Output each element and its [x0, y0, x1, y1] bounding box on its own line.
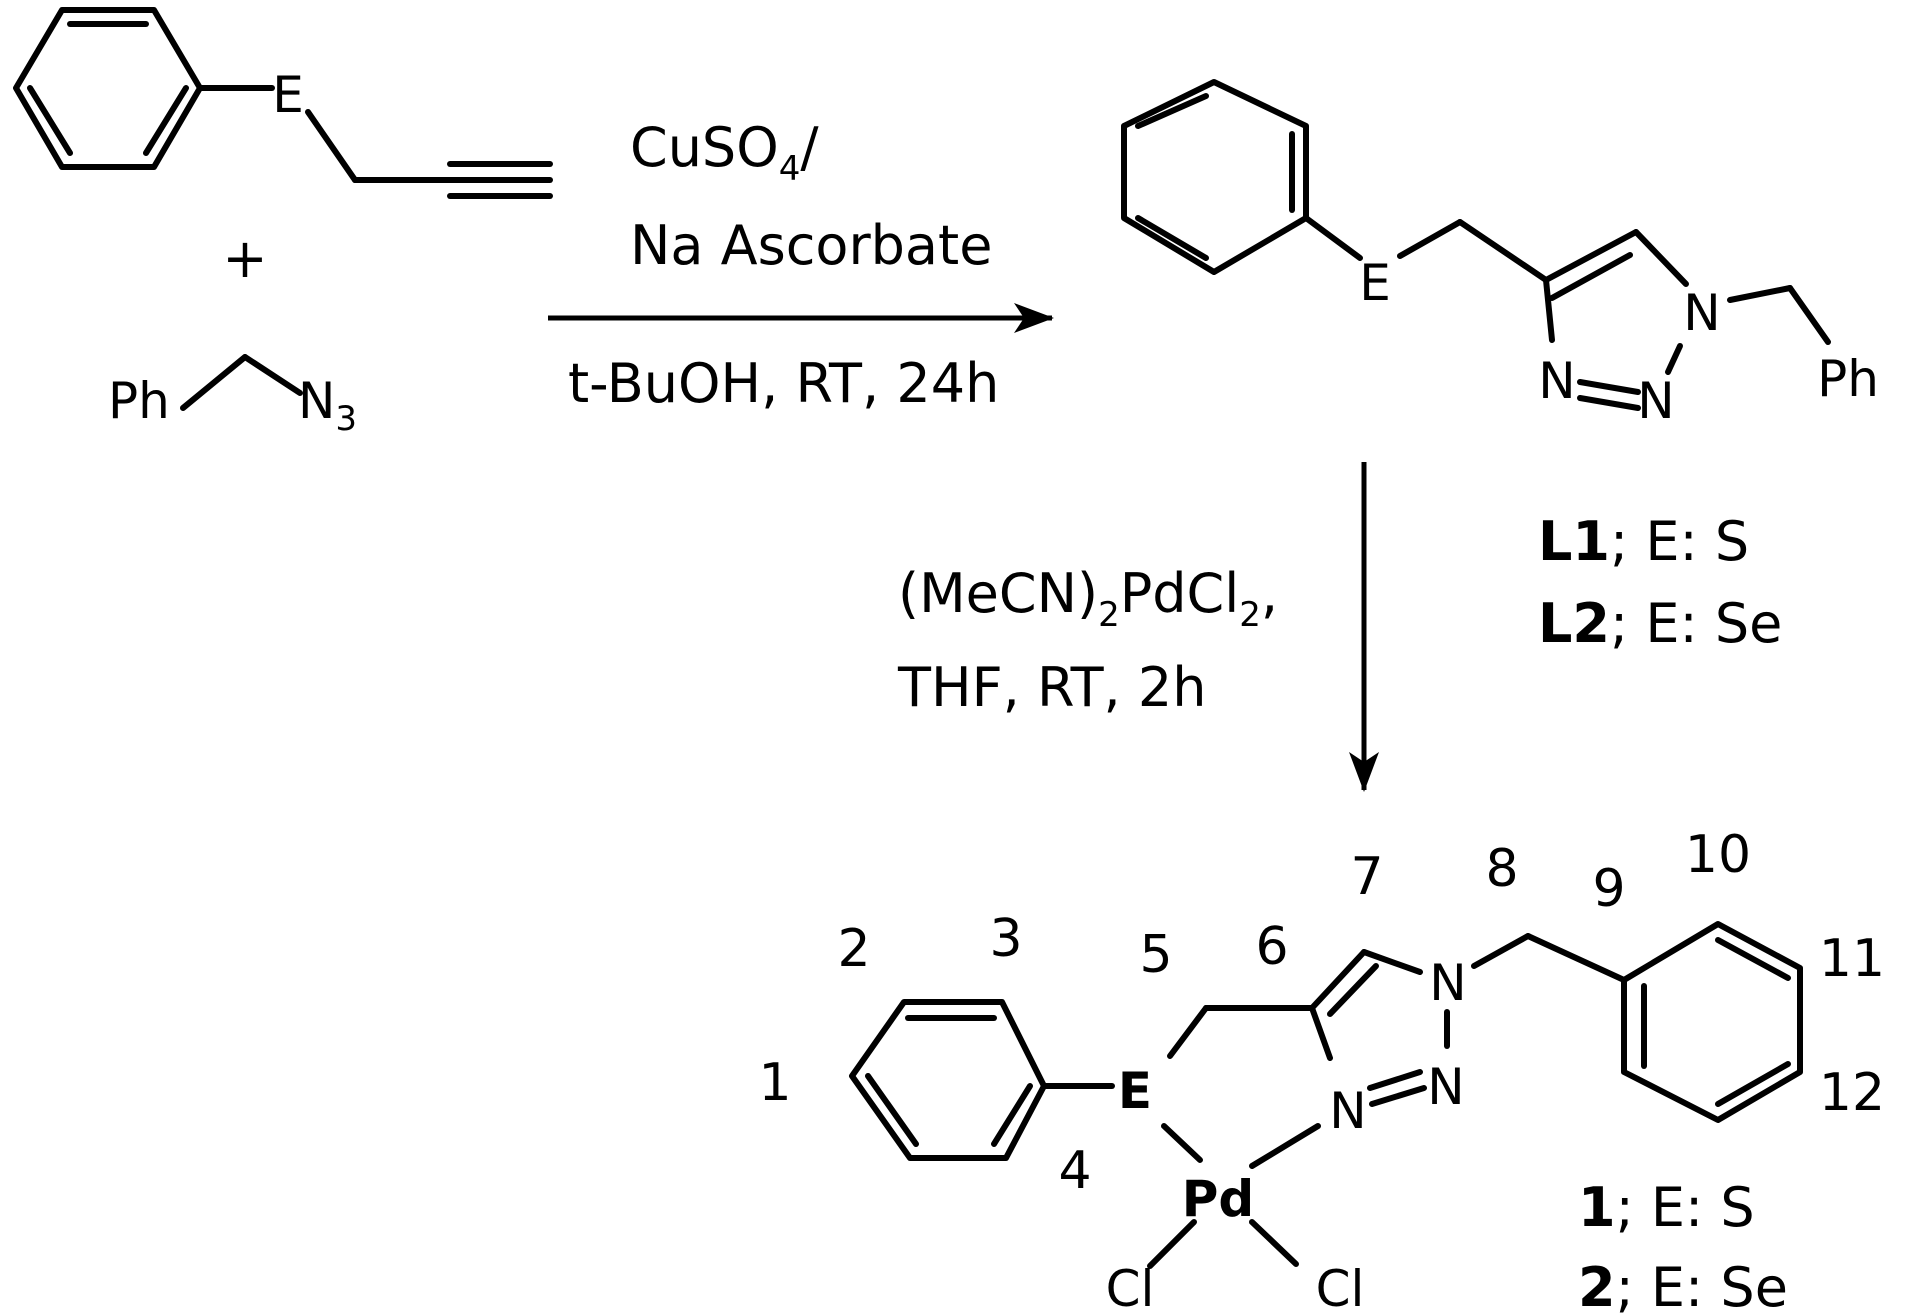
atom-e-label: E — [1118, 1062, 1152, 1120]
triazole-ligand-structure: E N N N Ph — [1121, 79, 1879, 430]
ligand-label-l1: L1; E: S — [1538, 510, 1749, 573]
position-number: 2 — [837, 919, 870, 979]
benzyl-phenyl-ring-complex — [1621, 921, 1803, 1123]
position-number: 5 — [1139, 925, 1172, 985]
plus-sign: + — [222, 227, 267, 290]
azide-label: N3 — [298, 372, 357, 439]
atom-e-label: E — [1359, 254, 1391, 312]
triazole-n2-label: N — [1427, 1058, 1464, 1116]
propargyl-phenyl-ether-structure: E — [13, 7, 553, 199]
reagent-cuso4: CuSO4/ — [630, 116, 819, 189]
palladium-label: Pd — [1182, 1170, 1254, 1228]
triazole-n1-label: N — [1683, 284, 1720, 342]
triazole-ring-ligand — [1543, 229, 1689, 411]
phenyl-label: Ph — [1817, 350, 1879, 408]
atom-e-label: E — [272, 66, 304, 124]
position-number: 1 — [758, 1053, 791, 1113]
phenyl-label: Ph — [108, 372, 170, 430]
position-number: 6 — [1255, 917, 1288, 977]
benzyl-azide-structure: Ph N3 — [108, 354, 357, 439]
position-number: 4 — [1058, 1141, 1091, 1201]
position-number: 3 — [989, 909, 1022, 969]
reagent-pd-precursor: (MeCN)2PdCl2, — [898, 562, 1278, 635]
position-number: 8 — [1485, 839, 1518, 899]
chloride-label-left: Cl — [1106, 1260, 1155, 1315]
triazole-n3-label: N — [1538, 352, 1575, 410]
position-number: 9 — [1592, 859, 1625, 919]
triazole-ring-complex — [1309, 949, 1450, 1107]
triazole-n3-label: N — [1329, 1082, 1366, 1140]
ligand-label-l2: L2; E: Se — [1538, 592, 1782, 655]
phenyl-ring-ligand — [1121, 79, 1309, 275]
reagent-na-ascorbate: Na Ascorbate — [630, 214, 992, 277]
triazole-n1-label: N — [1429, 954, 1466, 1012]
phenyl-ring-complex — [849, 999, 1047, 1161]
palladium-complex-structure: E N N N Pd Cl Cl — [849, 921, 1803, 1315]
position-number: 11 — [1819, 929, 1885, 989]
complex-label-1: 1; E: S — [1578, 1176, 1755, 1239]
position-number: 10 — [1685, 825, 1751, 885]
conditions-1: t-BuOH, RT, 24h — [568, 352, 999, 415]
triazole-n2-label: N — [1637, 372, 1674, 430]
conditions-2: THF, RT, 2h — [897, 656, 1206, 719]
alkyne-triple-bond — [447, 161, 553, 199]
atom-numbering: 1 2 3 4 5 6 7 8 9 10 11 12 — [758, 825, 1885, 1201]
chloride-label-right: Cl — [1316, 1260, 1365, 1315]
position-number: 12 — [1819, 1063, 1885, 1123]
complex-label-2: 2; E: Se — [1578, 1256, 1788, 1315]
position-number: 7 — [1350, 847, 1383, 907]
phenyl-ring-1 — [13, 7, 203, 170]
